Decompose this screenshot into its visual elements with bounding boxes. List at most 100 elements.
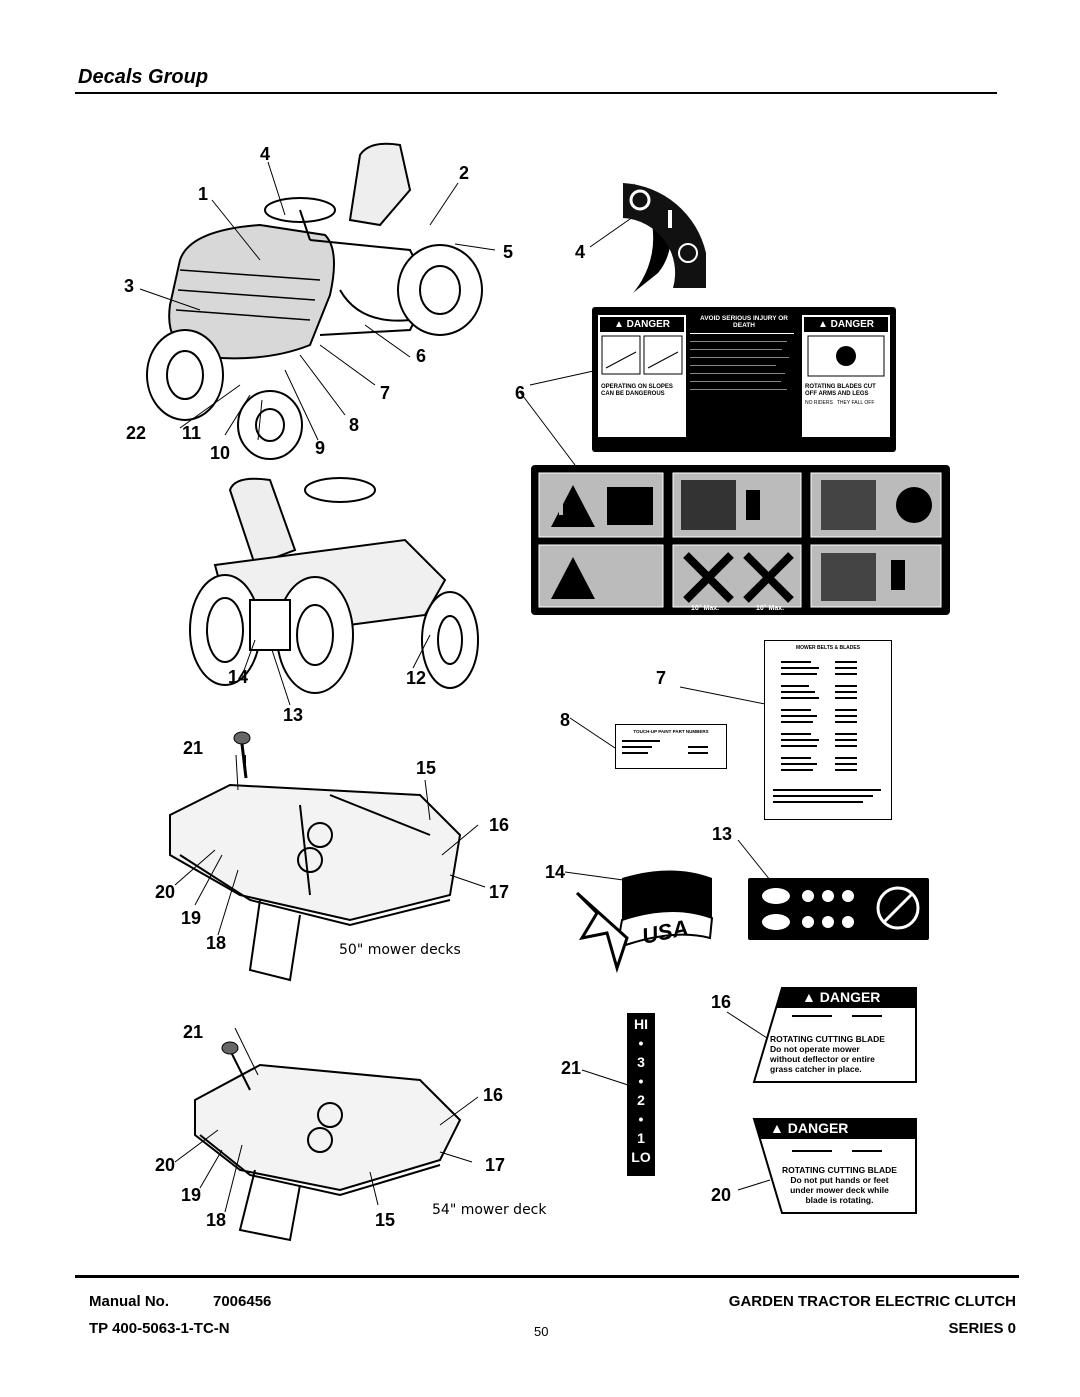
callout-14b: 14: [545, 862, 566, 882]
callout-20c: 20: [711, 1185, 732, 1205]
deck54-illustration: [194, 1041, 462, 1242]
danger20-text: ROTATING CUTTING BLADE Do not put hands …: [782, 1165, 897, 1205]
callout-18a: 18: [206, 933, 227, 953]
height-dot-2: •: [638, 1073, 644, 1089]
height-1: 1: [637, 1130, 645, 1146]
callout-21a: 21: [183, 738, 204, 758]
height-lo: LO: [631, 1149, 651, 1165]
product-name: GARDEN TRACTOR ELECTRIC CLUTCH: [728, 1293, 1016, 1310]
danger-left-panel: ▲ DANGER OPERATING ON SLOPES CAN BE DANG…: [598, 315, 686, 437]
callout-16b: 16: [711, 992, 732, 1012]
callout-9: 9: [315, 438, 326, 458]
danger20-line1: ROTATING CUTTING BLADE: [782, 1165, 897, 1175]
tractor-rear-illustration: [189, 477, 479, 694]
danger20-header: ▲ DANGER: [770, 1120, 849, 1136]
callout-21b: 21: [183, 1022, 204, 1042]
danger-right-header: ▲ DANGER: [804, 317, 888, 332]
main-danger-decal: ▲ DANGER OPERATING ON SLOPES CAN BE DANG…: [592, 307, 896, 452]
belts-title: MOWER BELTS & BLADES: [795, 645, 861, 651]
danger-mid-panel: AVOID SERIOUS INJURY OR DEATH: [690, 315, 798, 437]
danger16-header: ▲ DANGER: [802, 989, 881, 1005]
callout-7a: 7: [380, 383, 391, 403]
height-3: 3: [637, 1054, 645, 1070]
danger16-line1: ROTATING CUTTING BLADE: [770, 1034, 885, 1044]
callout-19a: 19: [181, 908, 202, 928]
height-dot-1: •: [638, 1035, 644, 1051]
height-scale-decal: HI • 3 • 2 • 1 LO: [627, 1013, 655, 1176]
height-2: 2: [637, 1092, 645, 1108]
series-label: SERIES 0: [948, 1320, 1016, 1337]
danger-mid-header: AVOID SERIOUS INJURY OR DEATH: [699, 315, 788, 329]
danger-right-label: ROTATING BLADES CUT OFF ARMS AND LEGS: [805, 384, 876, 397]
belts-table-lines: [773, 661, 881, 803]
paint-table-lines: [622, 740, 708, 754]
footer-rule: [75, 1275, 1019, 1278]
callout-14a: 14: [228, 667, 249, 687]
manual-label: Manual No.: [89, 1293, 170, 1310]
danger16-text: ROTATING CUTTING BLADE Do not operate mo…: [770, 1034, 885, 1074]
pictogram-grid: 10° Max. 10° Max.: [538, 472, 942, 612]
danger20-line3: under mower deck while: [790, 1185, 889, 1195]
callout-6a: 6: [416, 346, 427, 366]
callout-21c: 21: [561, 1058, 582, 1078]
page-number: 50: [534, 1324, 549, 1339]
height-hi: HI: [634, 1016, 648, 1032]
slope-pictograms: [601, 335, 683, 375]
danger-hands-feet-decal: ▲ DANGER ROTATING CUTTING BLADE Do not p…: [752, 1117, 918, 1215]
danger-right-small: NO RIDERS THEY FALL OFF: [805, 400, 875, 406]
callout-18b: 18: [206, 1210, 227, 1230]
danger20-line2: Do not put hands or feet: [790, 1175, 889, 1185]
usa-flag-decal: USA: [575, 870, 714, 974]
operation-pictogram-decal: [748, 878, 929, 940]
callout-10: 10: [210, 443, 231, 463]
danger-left-header: ▲ DANGER: [600, 317, 684, 332]
danger-deflector-decal: ▲ DANGER ROTATING CUTTING BLADE Do not o…: [752, 986, 918, 1084]
danger16-line2: Do not operate mower: [770, 1044, 860, 1054]
height-dot-3: •: [638, 1111, 644, 1127]
slope-right-label: 10° Max.: [756, 604, 784, 612]
callout-15a: 15: [416, 758, 437, 778]
callout-11: 11: [182, 423, 202, 443]
callout-12: 12: [406, 668, 427, 688]
callout-8b: 8: [560, 710, 571, 730]
pto-switch-decal: [623, 183, 706, 293]
callout-3: 3: [124, 276, 135, 296]
deck50-illustration: [169, 755, 462, 982]
callout-1: 1: [198, 184, 209, 204]
callout-16a: 16: [489, 815, 510, 835]
danger16-line4: grass catcher in place.: [770, 1064, 862, 1074]
callout-19b: 19: [181, 1185, 202, 1205]
callout-22: 22: [126, 423, 147, 443]
danger16-shape: [752, 987, 917, 1083]
callout-20a: 20: [155, 882, 176, 902]
callout-16c: 16: [483, 1085, 504, 1105]
callout-13a: 13: [283, 705, 304, 725]
pictogram-decal: 10° Max. 10° Max.: [531, 465, 950, 615]
manual-number: 7006456: [213, 1293, 272, 1310]
callout-13b: 13: [712, 824, 733, 844]
touch-up-paint-decal: TOUCH-UP PAINT PART NUMBERS: [615, 724, 727, 769]
operation-pictograms: [762, 886, 920, 930]
callout-6b: 6: [515, 383, 526, 403]
header-rule: [75, 92, 997, 94]
callout-2: 2: [459, 163, 470, 183]
tractor-front-illustration: [146, 142, 430, 460]
danger20-shape: [752, 1118, 917, 1214]
page-title: Decals Group: [78, 66, 209, 88]
danger20-line4: blade is rotating.: [805, 1195, 874, 1205]
callout-4a: 4: [260, 144, 271, 164]
rear-wheel-illustration: [397, 244, 483, 336]
blade-pictogram: [807, 335, 885, 377]
danger-right-panel: ▲ DANGER ROTATING BLADES CUT OFF ARMS AN…: [802, 315, 890, 437]
callout-4b: 4: [575, 242, 586, 262]
slope-left-label: 10° Max.: [691, 604, 719, 612]
paint-title: TOUCH-UP PAINT PART NUMBERS: [633, 729, 709, 734]
belts-blades-decal: MOWER BELTS & BLADES: [764, 640, 892, 820]
danger16-line3: without deflector or entire: [770, 1054, 875, 1064]
callout-7b: 7: [656, 668, 667, 688]
callout-15b: 15: [375, 1210, 396, 1230]
callout-17a: 17: [489, 882, 510, 902]
deck50-caption: 50" mower decks: [339, 942, 461, 958]
callout-20b: 20: [155, 1155, 176, 1175]
